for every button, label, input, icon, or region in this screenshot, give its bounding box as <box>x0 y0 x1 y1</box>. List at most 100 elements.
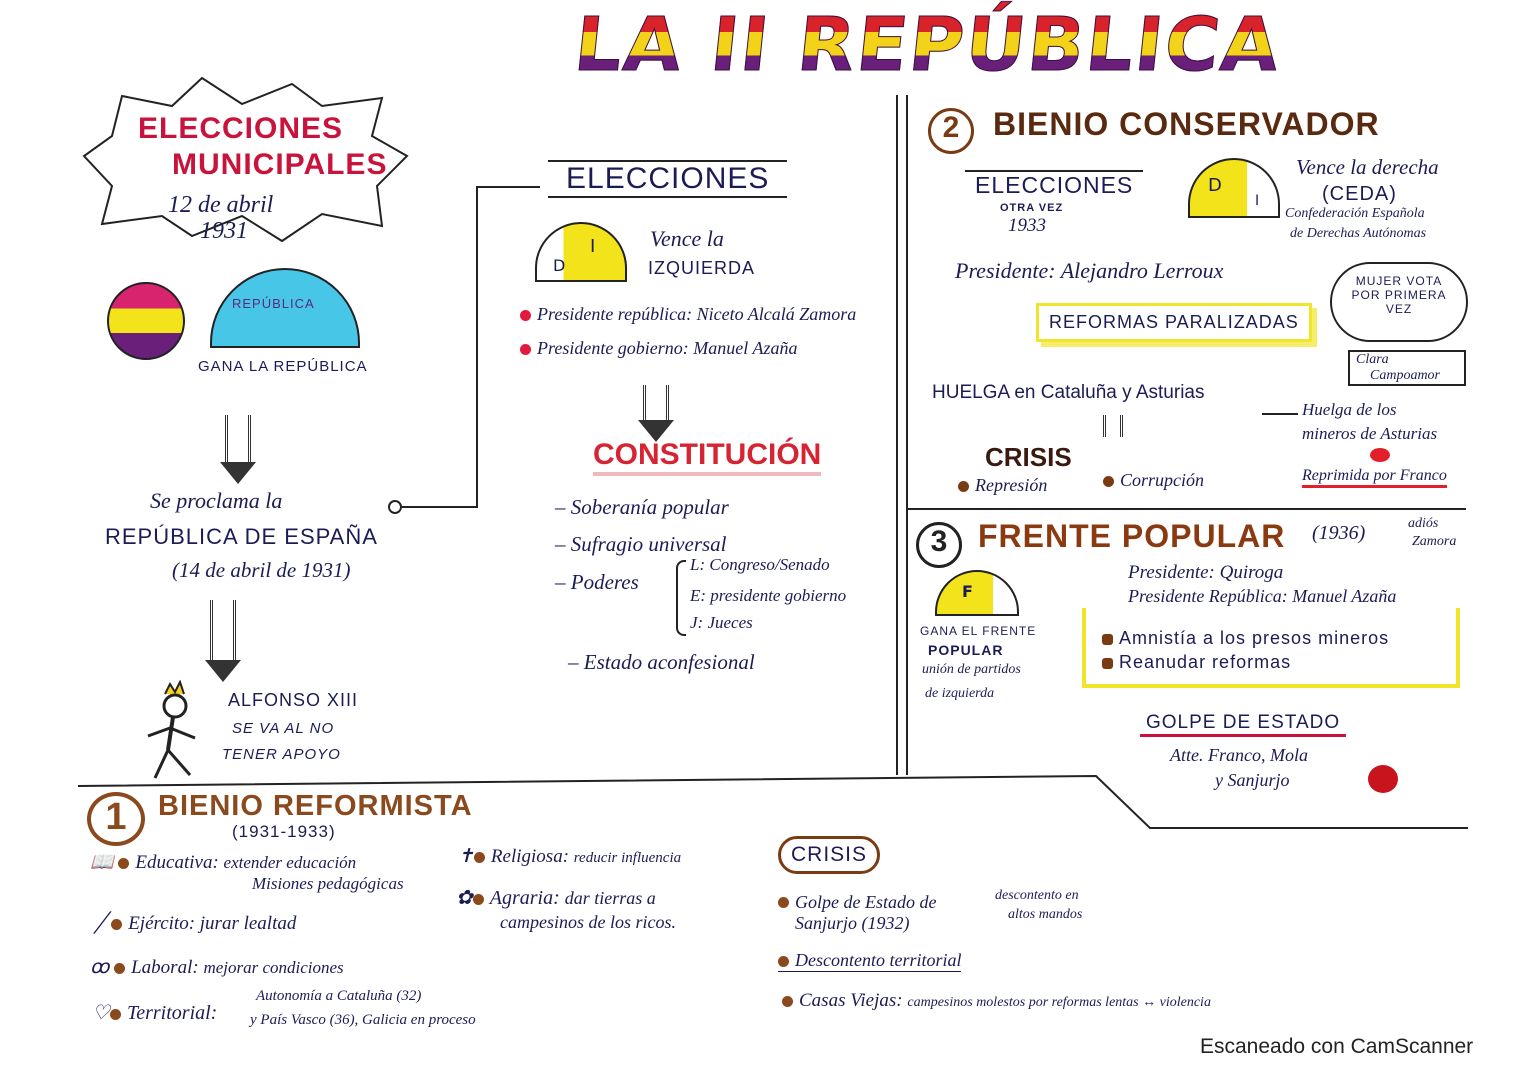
reform-item-detail: Misiones pedagógicas <box>252 874 404 893</box>
constitucion-item: – Estado aconfesional <box>568 650 755 674</box>
reform-item-agraria: ✿Agraria: dar tierras a <box>456 885 656 910</box>
reform-item-detail: campesinos de los ricos. <box>500 912 676 932</box>
proclama-line-2: REPÚBLICA DE ESPAÑA <box>105 524 378 549</box>
text <box>782 996 793 1008</box>
text: Estado aconfesional <box>583 650 755 674</box>
municipales-heading-1: ELECCIONES <box>138 112 344 145</box>
text: MUJER VOTA <box>1355 274 1443 288</box>
reprimida: Reprimida por Franco <box>1302 467 1447 488</box>
down-arrow-icon <box>210 600 236 660</box>
section-number: 2 <box>928 108 974 154</box>
union: unión de partidos <box>922 662 1021 677</box>
municipales-year: 1931 <box>200 218 248 244</box>
municipales-date: 12 de abril <box>168 192 274 218</box>
text: Casas Viejas: campesinos molestos por re… <box>782 990 1211 1012</box>
fan-label: F <box>962 582 973 601</box>
fan-right-label: I <box>1255 193 1260 209</box>
crisis-item: Casas Viejas: <box>799 990 903 1011</box>
municipales-heading-2: MUNICIPALES <box>172 148 388 181</box>
text: Territorial: <box>126 1002 218 1024</box>
poder-item: J: Jueces <box>690 613 753 632</box>
crisis-note: altos mandos <box>1008 907 1083 922</box>
poder-item: E: presidente gobierno <box>690 586 847 605</box>
fan-right-label: I <box>590 236 596 257</box>
alfonso-line-2: SE VA AL NO <box>232 720 335 737</box>
text: Clara <box>1356 352 1389 367</box>
huelga-mineros: mineros de Asturias <box>1302 424 1438 443</box>
municipales-result: GANA LA REPÚBLICA <box>198 358 368 375</box>
ceda: (CEDA) <box>1322 183 1397 205</box>
republic-ball-icon <box>107 282 185 360</box>
golpe-heading: GOLPE DE ESTADO <box>1140 712 1347 737</box>
fan-left-label: D <box>1208 175 1222 196</box>
text: reducir influencia <box>573 850 682 866</box>
crisis-item: Golpe de Estado de Sanjurjo (1932) <box>795 892 937 933</box>
divider <box>896 95 898 775</box>
text <box>82 76 409 243</box>
text: Corrupción <box>1103 470 1204 491</box>
text <box>472 893 484 905</box>
divider <box>908 508 1466 510</box>
brace <box>676 560 686 636</box>
text: Religiosa: <box>490 846 570 867</box>
down-arrow-icon <box>1103 415 1123 437</box>
section-number: 1 <box>87 792 145 846</box>
constitucion-heading: CONSTITUCIÓN <box>593 438 822 476</box>
map-icon: ♡ <box>92 1002 110 1024</box>
cross-icon: ✝ <box>458 846 474 867</box>
connector-line <box>402 506 478 508</box>
text: Golpe de Estado de Sanjurjo (1932) <box>778 892 978 934</box>
flower-icon: ✿ <box>456 887 473 909</box>
down-arrow-icon <box>225 415 251 463</box>
text <box>153 749 170 779</box>
text <box>162 693 188 719</box>
alfonso-line-1: ALFONSO XIII <box>228 690 359 710</box>
parliament-fan-icon <box>935 570 1019 616</box>
text: Poderes <box>570 570 639 594</box>
text: VEZ <box>1385 302 1413 316</box>
fan-label: REPÚBLICA <box>232 296 315 311</box>
proclama-line-1: Se proclama la <box>150 488 283 513</box>
bottom-divider <box>78 774 1468 829</box>
text: extender educación <box>223 853 357 872</box>
constitucion-item: – Sufragio universal <box>555 532 727 556</box>
text <box>147 726 171 738</box>
reform-item-detail: y País Vasco (36), Galicia en proceso <box>250 1012 476 1028</box>
vence-text: Vence la <box>650 226 724 251</box>
reformista-heading: BIENIO REFORMISTA <box>158 790 473 822</box>
highlight-frame <box>1082 608 1460 688</box>
bullet-item: Presidente gobierno: Manuel Azaña <box>520 338 797 359</box>
golpe-line: y Sanjurjo <box>1215 770 1290 790</box>
text <box>778 897 789 908</box>
text <box>778 956 789 968</box>
huelga: HUELGA en Cataluña y Asturias <box>932 382 1205 403</box>
presidente: Presidente: Quiroga <box>1128 562 1284 583</box>
connector-line <box>476 186 540 188</box>
reform-item-educativa: 📖 Educativa: extender educación <box>90 850 356 874</box>
union: de izquierda <box>925 686 995 701</box>
section-number: 3 <box>916 522 962 568</box>
crisis-item: Corrupción <box>1120 470 1205 490</box>
year: 1933 <box>1008 215 1046 236</box>
reform-item-religiosa: ✝ Religiosa: reducir influencia <box>458 845 681 868</box>
text: mejorar condiciones <box>203 958 344 977</box>
text: Laboral: <box>131 957 199 978</box>
text: Amnistía a los presos mineros <box>1102 628 1389 649</box>
text: dar tierras a <box>564 888 656 908</box>
text: Sufragio universal <box>570 532 727 556</box>
text <box>164 680 185 695</box>
crisis-item: Descontento territorial <box>795 950 962 970</box>
scanner-watermark: Escaneado con CamScanner <box>1200 1035 1474 1058</box>
down-arrow-icon <box>643 385 669 421</box>
mujer-cloud: MUJER VOTA POR PRIMERA VEZ <box>1330 262 1468 342</box>
arrowhead-icon <box>220 462 256 484</box>
huelga-mineros: Huelga de los <box>1302 400 1397 419</box>
text: jurar lealtad <box>199 913 297 934</box>
text: Campoamor <box>1370 368 1441 383</box>
constitucion-item: – Poderes <box>555 570 639 594</box>
text <box>1102 633 1113 645</box>
workers-icon: ꝏ <box>90 957 110 978</box>
crisis-note: campesinos molestos por reformas lentas … <box>907 995 1211 1010</box>
frente-heading: FRENTE POPULAR <box>978 518 1286 554</box>
adios: Zamora <box>1412 534 1457 549</box>
